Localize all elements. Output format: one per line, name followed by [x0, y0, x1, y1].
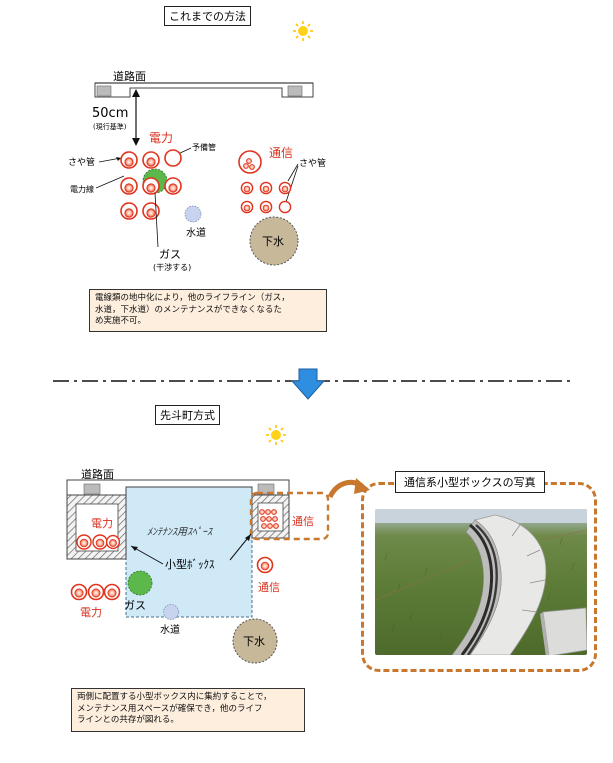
photo-frame [361, 482, 597, 672]
telecom-small-box [251, 494, 290, 539]
telecom-conduit [240, 181, 254, 195]
sun-icon [266, 425, 286, 445]
power-conduit-group-bottom [70, 583, 121, 601]
power-conduit [92, 534, 108, 550]
note-pontocho-line: メンテナンス用スペースが確保でき，他のライフ [77, 703, 263, 714]
power-conduit [105, 534, 121, 550]
telecom-conduit-group-top [238, 150, 292, 214]
telecom-box-highlight [249, 491, 330, 541]
power-conduit [120, 151, 138, 169]
photo-title: 通信系小型ボックスの写真 [395, 471, 545, 493]
note-pontocho-line: 両側に配置する小型ボックス内に集約することで， [77, 692, 272, 702]
gas-note: (干渉する) [153, 262, 191, 272]
note-pontocho-line: ラインとの共存が図れる。 [77, 715, 179, 725]
sun-icon [293, 21, 313, 41]
telecom-conduit [278, 181, 292, 195]
road-label-top: 道路面 [113, 69, 146, 83]
telecom-main-conduit [238, 150, 262, 174]
sheath-pipe-label: さや管 [68, 156, 95, 168]
telecom-conduit [259, 200, 273, 214]
sewer-label-top: 下水 [262, 235, 284, 248]
sewer-label-bottom: 下水 [243, 635, 265, 648]
power-conduit [87, 583, 105, 601]
gas-label-bottom: ガス [124, 599, 146, 612]
telecom-sheath-label: さや管 [299, 157, 326, 169]
maintenance-space [125, 485, 253, 618]
gas-label-top: ガス [159, 248, 181, 261]
power-line-label: 電力線 [70, 184, 94, 194]
power-conduit [142, 151, 160, 169]
note-conventional-line: 水道，下水道）のメンテナンスができなくなるた [95, 304, 282, 315]
note-conventional-line: 電線類の地中化により，他のライフライン（ガス， [95, 293, 290, 303]
photo-telecom-box [375, 509, 587, 655]
telecom-conduit [240, 200, 254, 214]
power-conduit [70, 583, 88, 601]
power-conduit [120, 177, 138, 195]
telecom-box-label: 通信 [292, 515, 314, 528]
water-pipe-top [184, 205, 202, 223]
maintenance-space-label: ﾒﾝﾃﾅﾝｽ用ｽﾍﾟｰｽ [147, 526, 213, 538]
depth-note: (現行基準) [93, 122, 127, 131]
power-conduit [164, 177, 182, 195]
gas-pipe-bottom [127, 570, 153, 596]
power-conduit [142, 177, 160, 195]
telecom-label-top: 通信 [269, 146, 293, 160]
power-conduit [76, 534, 92, 550]
water-pipe-bottom [163, 604, 179, 620]
sewer-pipe-top [249, 216, 299, 266]
power-conduit [103, 583, 121, 601]
small-box-label: 小型ﾎﾞｯｸｽ [165, 557, 215, 571]
depth-label: 50cm [92, 106, 128, 121]
telecom-conduit-bottom [256, 556, 274, 574]
telecom-conduit [259, 181, 273, 195]
spare-conduit [164, 149, 182, 167]
water-label-top: 水道 [186, 226, 206, 239]
power-conduit-group-top [120, 149, 182, 220]
road-label-bottom: 道路面 [81, 467, 114, 481]
note-conventional: 電線類の地中化により，他のライフライン（ガス， 水道，下水道）のメンテナンスがで… [89, 289, 327, 332]
telecom-cable-bundle [259, 509, 279, 529]
road-surface-top [94, 82, 314, 98]
note-pontocho: 両側に配置する小型ボックス内に集約することで， メンテナンス用スペースが確保でき… [71, 688, 305, 732]
telecom-spare-conduit [278, 200, 292, 214]
power-conduit [120, 202, 138, 220]
sewer-pipe-bottom [232, 618, 278, 664]
power-label-top: 電力 [149, 131, 173, 145]
depth-arrow [132, 89, 140, 146]
water-label-bottom: 水道 [160, 623, 180, 636]
power-conduit [142, 202, 160, 220]
small-box-arrows [130, 533, 252, 565]
title-pontocho-method: 先斗町方式 [155, 405, 220, 425]
title-conventional-method: これまでの方法 [164, 6, 251, 26]
note-conventional-line: め実施不可。 [95, 316, 147, 326]
power-box-label: 電力 [91, 517, 113, 530]
telecom-label-bottom: 通信 [258, 581, 280, 594]
down-arrow-icon [290, 368, 326, 400]
power-small-box [66, 494, 127, 560]
power-label-bottom: 電力 [80, 606, 102, 619]
spare-pipe-label: 予備管 [192, 142, 216, 152]
